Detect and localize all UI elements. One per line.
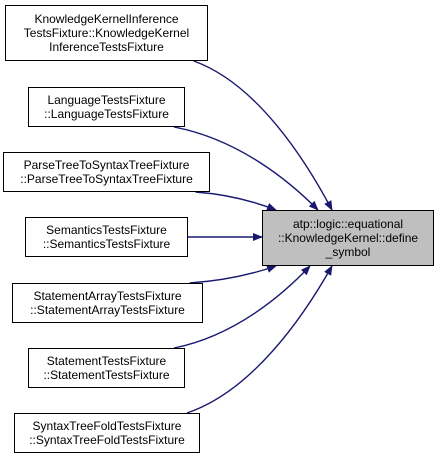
caller-node-language-tests[interactable]: LanguageTestsFixture ::LanguageTestsFixt… (28, 87, 185, 127)
caller-line: SyntaxTreeFoldTestsFixture (32, 419, 182, 433)
caller-node-syntax-tree-fold-tests[interactable]: SyntaxTreeFoldTestsFixture ::SyntaxTreeF… (14, 413, 200, 453)
caller-line: InferenceTestsFixture (49, 40, 164, 54)
call-edge-arrow (193, 60, 333, 211)
caller-line: ::StatementArrayTestsFixture (30, 303, 185, 317)
call-edge-arrow (195, 191, 277, 211)
call-edge-arrow (189, 265, 277, 284)
caller-line: KnowledgeKernelInference (34, 12, 179, 26)
caller-line: ::SemanticsTestsFixture (42, 237, 171, 251)
target-line-3: _symbol (325, 245, 371, 259)
caller-line: ::ParseTreeToSyntaxTreeFixture (20, 172, 193, 186)
caller-line: LanguageTestsFixture (47, 93, 166, 107)
caller-line: ::StatementTestsFixture (43, 368, 170, 382)
caller-node-knowledge-kernel-inference[interactable]: KnowledgeKernelInference TestsFixture::K… (5, 5, 208, 61)
call-edge-arrow (173, 126, 319, 211)
target-function-node[interactable]: atp::logic::equational ::KnowledgeKernel… (262, 210, 434, 266)
caller-node-statement-array-tests[interactable]: StatementArrayTestsFixture ::StatementAr… (12, 283, 203, 323)
call-edge-arrow (173, 265, 311, 349)
caller-line: TestsFixture::KnowledgeKernel (23, 26, 190, 40)
caller-line: ::LanguageTestsFixture (44, 107, 169, 121)
call-edge-arrow (186, 265, 333, 414)
target-line-2: ::KnowledgeKernel::define (277, 231, 419, 245)
caller-node-semantics-tests[interactable]: SemanticsTestsFixture ::SemanticsTestsFi… (25, 217, 188, 257)
caller-line: ::SyntaxTreeFoldTestsFixture (29, 433, 185, 447)
caller-line: ParseTreeToSyntaxTreeFixture (23, 158, 190, 172)
caller-node-parse-tree-to-syntax-tree[interactable]: ParseTreeToSyntaxTreeFixture ::ParseTree… (3, 152, 210, 192)
target-line-1: atp::logic::equational (292, 217, 404, 231)
caller-line: StatementArrayTestsFixture (33, 289, 182, 303)
caller-node-statement-tests[interactable]: StatementTestsFixture ::StatementTestsFi… (28, 348, 185, 388)
caller-line: StatementTestsFixture (46, 354, 167, 368)
caller-line: SemanticsTestsFixture (46, 223, 167, 237)
